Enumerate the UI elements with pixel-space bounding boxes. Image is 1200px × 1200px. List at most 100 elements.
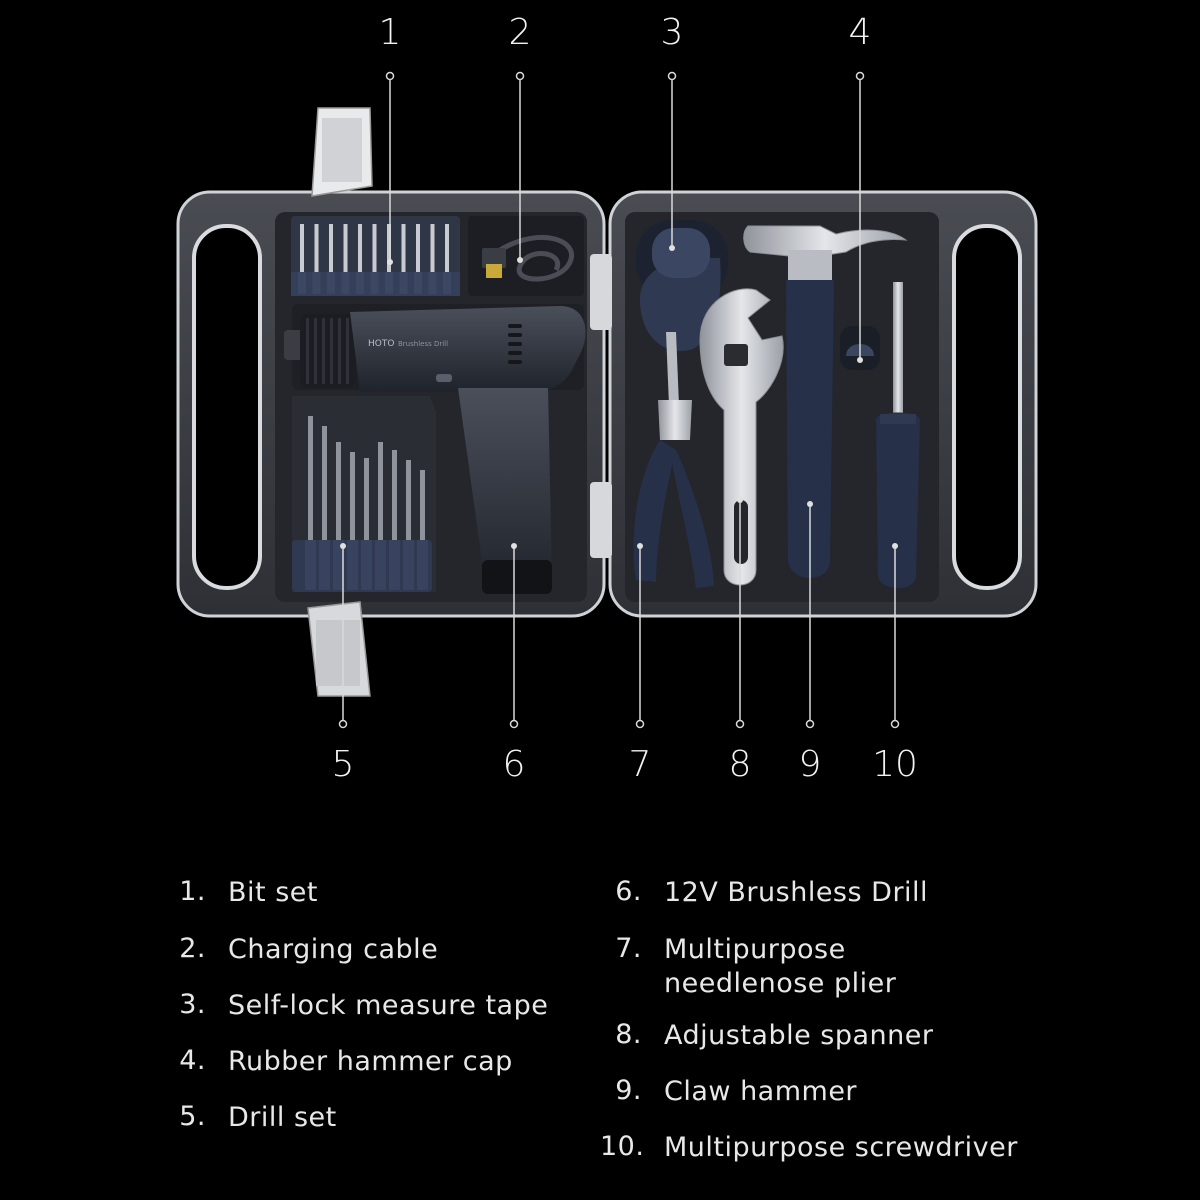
- chuck-rib: [330, 318, 333, 384]
- drill-bit-holder: [417, 540, 428, 590]
- chuck-rib: [322, 318, 325, 384]
- leader-end-dot: [669, 245, 675, 251]
- legend-label: Charging cable: [228, 934, 439, 965]
- charging-cable: [468, 216, 584, 296]
- leader-end-dot: [807, 501, 813, 507]
- bit: [401, 224, 406, 272]
- callout-3: 3: [660, 12, 684, 53]
- vent-slot: [508, 360, 522, 364]
- legend-label: Adjustable spanner: [664, 1020, 934, 1051]
- toolkit-illustration: HOTO Brushless Drill: [176, 71, 1038, 729]
- legend-item: 4. Rubber hammer cap: [178, 1045, 513, 1079]
- bit-set: [291, 216, 460, 296]
- bit-holder: [414, 272, 422, 294]
- callout-4: 4: [848, 12, 872, 53]
- callout-9: 9: [798, 744, 822, 785]
- drill-bit: [322, 426, 327, 542]
- drill-bit-holder: [333, 540, 344, 590]
- drill-brand-text: HOTO: [368, 339, 394, 349]
- leader-dot: [890, 719, 900, 729]
- legend-item: 7. Multipurpose needlenose plier: [600, 933, 896, 1001]
- legend-item: 9. Claw hammer: [600, 1075, 857, 1109]
- callout-7: 7: [628, 744, 652, 785]
- drill-bit: [308, 416, 313, 542]
- vent-slot: [508, 324, 522, 328]
- leader-dot: [735, 719, 745, 729]
- legend-label: Drill set: [228, 1102, 337, 1133]
- leader-dot: [338, 719, 348, 729]
- bit: [314, 224, 319, 272]
- legend-label: Multipurpose screwdriver: [664, 1132, 1018, 1163]
- legend-item: 6. 12V Brushless Drill: [600, 876, 928, 910]
- callout-leaders: [338, 71, 900, 729]
- bit-holder: [385, 272, 393, 294]
- legend-item: 1. Bit set: [178, 876, 318, 910]
- toolkit-photo: HOTO Brushless Drill: [176, 12, 1038, 785]
- legend-num: 8.: [615, 1019, 642, 1050]
- bit: [300, 224, 304, 272]
- leader-end-dot: [892, 543, 898, 549]
- legend-label: Claw hammer: [664, 1076, 858, 1107]
- claw-hammer: [743, 225, 908, 578]
- leader-end-dot: [511, 543, 517, 549]
- callout-2: 2: [508, 12, 532, 53]
- legend-label: Multipurpose needlenose plier: [664, 934, 897, 999]
- legend-label: Self-lock measure tape: [228, 990, 549, 1021]
- drill-bit-holder: [361, 540, 372, 590]
- drill-bit-holder: [319, 540, 330, 590]
- legend-num: 3.: [179, 989, 206, 1020]
- bit: [372, 224, 377, 272]
- bit-holder: [298, 272, 306, 294]
- drill-bit-holder: [305, 540, 316, 590]
- legend-item: 2. Charging cable: [178, 933, 438, 967]
- legend-num: 1.: [179, 876, 206, 907]
- bit-holder: [356, 272, 364, 294]
- bit-holder: [399, 272, 408, 294]
- drill-bit-holder: [375, 540, 386, 590]
- legend-label: Rubber hammer cap: [228, 1046, 513, 1077]
- legend-item: 3. Self-lock measure tape: [178, 989, 548, 1023]
- callout-6: 6: [502, 744, 526, 785]
- bit: [387, 224, 391, 272]
- bit: [416, 224, 420, 272]
- bit-holder: [428, 272, 437, 294]
- measure-tape: [636, 220, 728, 351]
- bit-holder: [312, 272, 321, 294]
- leader-end-dot: [340, 543, 346, 549]
- callout-10: 10: [872, 744, 918, 785]
- legend-num: 2.: [179, 933, 206, 964]
- leader-dot: [855, 71, 865, 81]
- vent-slot: [508, 333, 522, 337]
- chuck-rib: [306, 318, 309, 384]
- drill: HOTO Brushless Drill: [284, 304, 586, 594]
- bit: [343, 224, 348, 272]
- bit: [329, 224, 333, 272]
- bit: [445, 224, 449, 272]
- leader-dot: [509, 719, 519, 729]
- chuck-rib: [346, 318, 349, 384]
- leader-dot: [385, 71, 395, 81]
- legend-label: 12V Brushless Drill: [664, 877, 929, 908]
- callout-8: 8: [728, 744, 752, 785]
- drill-bit-holder: [389, 540, 400, 590]
- drill-bit: [350, 452, 355, 542]
- legend-item: 5. Drill set: [178, 1101, 337, 1135]
- bit-holder: [341, 272, 350, 294]
- leader-dot: [515, 71, 525, 81]
- legend-num: 9.: [615, 1075, 642, 1106]
- legend-num: 7.: [615, 933, 642, 964]
- vent-slot: [508, 342, 522, 346]
- drill-bit: [420, 470, 425, 542]
- drill-model-text: Brushless Drill: [398, 340, 448, 348]
- legend-num: 10.: [600, 1131, 645, 1162]
- drill-bit-holder: [403, 540, 414, 590]
- leader-dot: [667, 71, 677, 81]
- leader-dot: [635, 719, 645, 729]
- bit-holder: [443, 272, 451, 294]
- legend-item: 8. Adjustable spanner: [600, 1019, 933, 1053]
- leader-end-dot: [637, 543, 643, 549]
- drill-bit: [392, 450, 397, 542]
- screwdriver: [876, 282, 920, 588]
- leader-end-dot: [857, 357, 863, 363]
- vent-slot: [508, 351, 522, 355]
